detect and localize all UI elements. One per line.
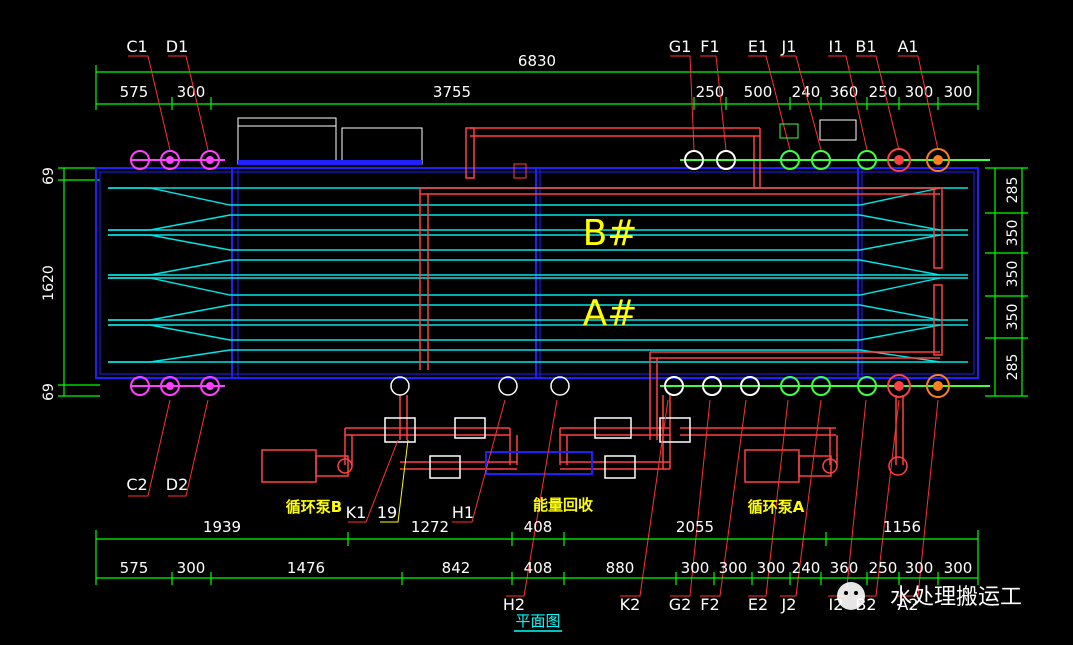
dim-b2-2: 1476 bbox=[287, 559, 325, 577]
dim-left-1: 1620 bbox=[41, 265, 57, 301]
label-H2: H2 bbox=[503, 595, 525, 614]
bottom-leaders bbox=[128, 399, 939, 597]
dim-top-8: 300 bbox=[905, 83, 934, 101]
label-C1: C1 bbox=[126, 37, 147, 56]
dim-b2-3: 842 bbox=[442, 559, 471, 577]
bottom-dimensions bbox=[95, 530, 979, 585]
dim-b2-6: 300 bbox=[681, 559, 710, 577]
top-leaders bbox=[128, 55, 939, 151]
label-H1: H1 bbox=[452, 503, 474, 522]
dim-right-1: 350 bbox=[1005, 220, 1021, 247]
label-D2: D2 bbox=[166, 475, 189, 494]
pump-b bbox=[261, 449, 353, 483]
leader-19 bbox=[380, 439, 409, 523]
top-right-valves bbox=[680, 119, 990, 172]
top-left-valves bbox=[130, 150, 225, 170]
dim-b2-7: 300 bbox=[719, 559, 748, 577]
dim-right-0: 285 bbox=[1005, 177, 1021, 204]
energy-recovery bbox=[485, 451, 593, 475]
label-J1: J1 bbox=[781, 37, 797, 56]
top-dimensions bbox=[95, 65, 979, 110]
label-K2: K2 bbox=[620, 595, 641, 614]
label-F1: F1 bbox=[700, 37, 719, 56]
label-K1: K1 bbox=[346, 503, 367, 522]
dim-top-4: 500 bbox=[744, 83, 773, 101]
dim-b2-1: 300 bbox=[177, 559, 206, 577]
dim-b2-13: 300 bbox=[944, 559, 973, 577]
pump-a bbox=[744, 449, 908, 483]
label-A1: A1 bbox=[897, 37, 918, 56]
label-E2: E2 bbox=[748, 595, 768, 614]
label-J2: J2 bbox=[781, 595, 797, 614]
label-C2: C2 bbox=[126, 475, 147, 494]
label-A2: A2 bbox=[897, 595, 918, 614]
note-energy: 能量回收 bbox=[533, 496, 593, 514]
cabinet-base bbox=[238, 160, 422, 165]
tank-label-a: A# bbox=[583, 293, 638, 334]
top-piping bbox=[419, 127, 943, 440]
dim-b2-12: 300 bbox=[905, 559, 934, 577]
dim-right-3: 350 bbox=[1005, 304, 1021, 331]
dim-top-1: 300 bbox=[177, 83, 206, 101]
label-I1: I1 bbox=[829, 37, 844, 56]
dim-b2-9: 240 bbox=[792, 559, 821, 577]
dim-b1-0: 1939 bbox=[203, 518, 241, 536]
label-E1: E1 bbox=[748, 37, 768, 56]
plan-title: 平面图 bbox=[515, 612, 560, 630]
watermark-text: 水处理搬运工 bbox=[890, 585, 1022, 610]
dim-left-0: 69 bbox=[41, 167, 57, 185]
dim-top-3: 250 bbox=[696, 83, 725, 101]
dim-total: 6830 bbox=[518, 52, 556, 70]
right-dimensions bbox=[985, 167, 1028, 397]
bottom-valves bbox=[384, 376, 691, 479]
dim-b2-10: 360 bbox=[830, 559, 859, 577]
dim-top-0: 575 bbox=[120, 83, 149, 101]
dim-b1-3: 2055 bbox=[676, 518, 714, 536]
dim-top-7: 250 bbox=[869, 83, 898, 101]
note-pump-b: 循环泵B bbox=[286, 498, 342, 516]
bottom-piping bbox=[344, 395, 904, 470]
dim-top-9: 300 bbox=[944, 83, 973, 101]
label-B1: B1 bbox=[855, 37, 876, 56]
note-pump-a: 循环泵A bbox=[748, 498, 805, 516]
dim-b2-4: 408 bbox=[524, 559, 553, 577]
label-F2: F2 bbox=[700, 595, 719, 614]
dim-top-6: 360 bbox=[830, 83, 859, 101]
dim-left-2: 69 bbox=[41, 383, 57, 401]
dim-top-2: 3755 bbox=[433, 83, 471, 101]
fitting bbox=[513, 163, 527, 179]
label-G2: G2 bbox=[669, 595, 692, 614]
wechat-icon bbox=[837, 582, 865, 610]
dim-b1-1: 1272 bbox=[411, 518, 449, 536]
dim-b2-11: 250 bbox=[869, 559, 898, 577]
tank-label-b: B# bbox=[583, 213, 638, 254]
membrane-tubes bbox=[108, 187, 968, 363]
rack-frame bbox=[95, 167, 979, 379]
control-cabinets bbox=[237, 117, 423, 165]
dim-b2-5: 880 bbox=[606, 559, 635, 577]
bottom-right-valves bbox=[660, 374, 990, 398]
dim-b2-8: 300 bbox=[757, 559, 786, 577]
dim-b2-0: 575 bbox=[120, 559, 149, 577]
dim-b1-2: 408 bbox=[524, 518, 553, 536]
left-dimensions bbox=[58, 167, 100, 397]
label-D1: D1 bbox=[166, 37, 189, 56]
dim-right-2: 350 bbox=[1005, 261, 1021, 288]
label-19: 19 bbox=[377, 503, 397, 522]
dim-right-4: 285 bbox=[1005, 354, 1021, 381]
bottom-left-valves bbox=[130, 376, 225, 396]
watermark: 水处理搬运工 bbox=[837, 582, 1022, 610]
dim-b1-4: 1156 bbox=[883, 518, 921, 536]
label-G1: G1 bbox=[669, 37, 692, 56]
